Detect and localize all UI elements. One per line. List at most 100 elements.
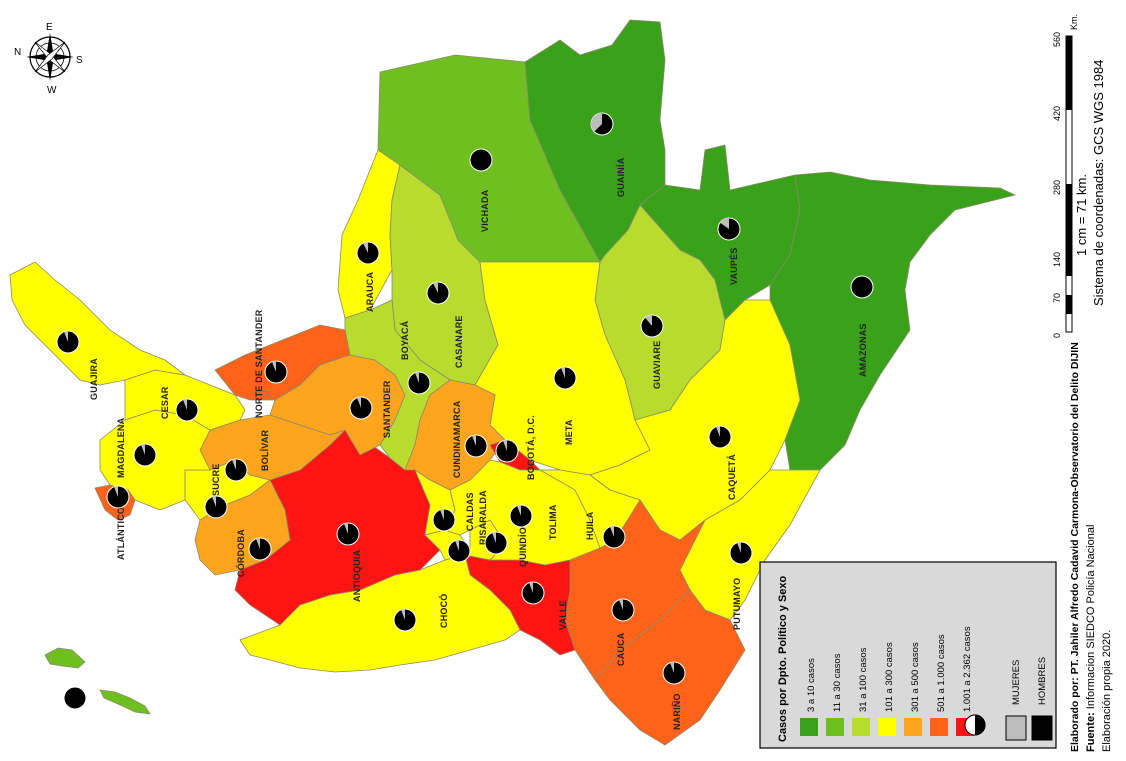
pie-santander[interactable] xyxy=(349,396,373,420)
label-bogota: BOGOTÁ, D.C. xyxy=(526,415,536,480)
pie-san-andres[interactable] xyxy=(63,686,87,710)
pie-meta[interactable] xyxy=(553,366,577,390)
dept-guajira[interactable] xyxy=(9,261,186,386)
label-vichada: VICHADA xyxy=(480,189,490,232)
scale-seg-1 xyxy=(1066,36,1072,110)
pie-vaupes[interactable] xyxy=(717,217,741,241)
pie-cesar[interactable] xyxy=(175,398,199,422)
department-labels: VICHADA GUAINÍA VAUPÉS AMAZONAS GUAVIARE… xyxy=(89,157,868,730)
pie-sucre[interactable] xyxy=(204,495,228,519)
legend-swatch-6 xyxy=(930,718,948,736)
pie-bogota[interactable] xyxy=(495,439,519,463)
label-sucre: SUCRE xyxy=(211,463,221,496)
pie-quindio[interactable] xyxy=(484,531,508,555)
credit-source: Fuente: Informacion SIEDCO Policía Nacio… xyxy=(1085,525,1097,752)
credit-source-text: Informacion SIEDCO Policía Nacional xyxy=(1085,525,1097,713)
scale-seg-4 xyxy=(1066,258,1072,276)
pie-guajira[interactable] xyxy=(56,330,80,354)
pie-magdalena[interactable] xyxy=(133,443,157,467)
compass-s: S xyxy=(76,55,83,66)
label-guajira: GUAJIRA xyxy=(89,358,99,400)
legend-class-1: 3 a 10 casos xyxy=(800,658,818,736)
scale-bar: 0 70 140 280 420 560 Km. 1 cm = 71 km. S… xyxy=(1052,14,1106,338)
label-boyaca: BOYACÁ xyxy=(400,320,410,360)
credit-author: Elaborado por: PT. Jahiler Alfredo Cadav… xyxy=(1069,342,1081,752)
compass-e: E xyxy=(46,22,53,33)
scale-tick-70: 70 xyxy=(1052,293,1062,303)
compass-needle-diag2 xyxy=(34,41,66,73)
pie-tolima[interactable] xyxy=(509,504,533,528)
legend-label-7: 1.001 a 2.362 casos xyxy=(962,626,973,712)
legend-swatch-4 xyxy=(878,718,896,736)
label-antioquia: ANTIOQUIA xyxy=(352,549,362,602)
label-cesar: CESAR xyxy=(160,386,170,419)
legend-label-2: 11 a 30 casos xyxy=(832,653,843,712)
compass-n: N xyxy=(14,47,21,58)
pie-narino[interactable] xyxy=(662,661,686,685)
legend-men: HOMBRES xyxy=(1031,657,1053,741)
label-guainia: GUAINÍA xyxy=(616,157,626,197)
coordinate-system: Sistema de coordenadas: GCS WGS 1984 xyxy=(1091,60,1106,306)
legend-label-4: 101 a 300 casos xyxy=(884,642,895,712)
scale-ratio: 1 cm = 71 km. xyxy=(1074,174,1089,256)
pie-bolivar[interactable] xyxy=(224,458,248,482)
pie-arauca[interactable] xyxy=(356,241,380,265)
scale-tick-280: 280 xyxy=(1052,180,1062,195)
pie-guaviare[interactable] xyxy=(640,314,664,338)
label-putumayo: PUTUMAYO xyxy=(732,578,742,630)
label-caldas: CALDAS xyxy=(465,492,475,531)
label-santander: SANTANDER xyxy=(382,380,392,438)
pie-cundinamarca[interactable] xyxy=(464,434,488,458)
pie-caldas[interactable] xyxy=(432,508,456,532)
label-magdalena: MAGDALENA xyxy=(116,417,126,478)
pie-guainia[interactable] xyxy=(590,112,614,136)
label-cundinamarca: CUNDINAMARCA xyxy=(452,400,462,478)
legend-swatch-3 xyxy=(852,718,870,736)
label-arauca: ARAUCA xyxy=(365,272,375,312)
legend-pie-icon xyxy=(964,714,986,736)
pie-casanare[interactable] xyxy=(426,281,450,305)
pie-huila[interactable] xyxy=(602,525,626,549)
legend-label-1: 3 a 10 casos xyxy=(806,658,817,712)
legend: Casos por Dpto. Político y Sexo 3 a 10 c… xyxy=(759,561,1057,749)
legend-men-swatch xyxy=(1031,715,1053,741)
scale-seg-3 xyxy=(1066,295,1072,314)
scale-tick-140: 140 xyxy=(1052,252,1062,267)
label-vaupes: VAUPÉS xyxy=(729,247,739,285)
legend-women-label: MUJERES xyxy=(1011,660,1022,705)
label-risaralda: RISARALDA xyxy=(478,490,488,545)
label-meta: META xyxy=(564,419,574,445)
label-casanare: CASANARE xyxy=(454,315,464,368)
pie-vichada[interactable] xyxy=(469,148,493,172)
pie-antioquia[interactable] xyxy=(336,522,360,546)
legend-label-6: 501 a 1.000 casos xyxy=(936,634,947,712)
pie-atlantico[interactable] xyxy=(106,485,130,509)
label-tolima: TOLIMA xyxy=(548,504,558,540)
pie-cordoba[interactable] xyxy=(248,537,272,561)
label-amazonas: AMAZONAS xyxy=(858,323,868,377)
credits: Elaborado por: PT. Jahiler Alfredo Cadav… xyxy=(1069,342,1113,752)
dept-amazonas[interactable] xyxy=(769,171,1017,471)
pie-cauca[interactable] xyxy=(611,598,635,622)
label-huila: HUILA xyxy=(585,511,595,540)
scale-tick-0: 0 xyxy=(1052,333,1062,338)
dept-guainia[interactable] xyxy=(524,19,666,263)
label-bolivar: BOLÍVAR xyxy=(260,429,270,471)
pie-risaralda[interactable] xyxy=(447,539,471,563)
sex-pie-symbols xyxy=(56,112,874,710)
dept-san-andres[interactable] xyxy=(44,647,151,715)
pie-putumayo[interactable] xyxy=(729,541,753,565)
label-cauca: CAUCA xyxy=(616,632,626,666)
label-quindio: QUINDÍO xyxy=(518,527,528,567)
pie-boyaca[interactable] xyxy=(407,371,431,395)
pie-norte-santander[interactable] xyxy=(264,360,288,384)
pie-amazonas[interactable] xyxy=(850,275,874,299)
legend-swatch-1 xyxy=(800,718,818,736)
pie-choco[interactable] xyxy=(393,608,417,632)
pie-caqueta[interactable] xyxy=(708,425,732,449)
scale-seg-2 xyxy=(1066,184,1072,258)
pie-valle[interactable] xyxy=(521,581,545,605)
legend-swatch-5 xyxy=(904,718,922,736)
legend-women-swatch xyxy=(1005,715,1027,741)
legend-swatch-2 xyxy=(826,718,844,736)
